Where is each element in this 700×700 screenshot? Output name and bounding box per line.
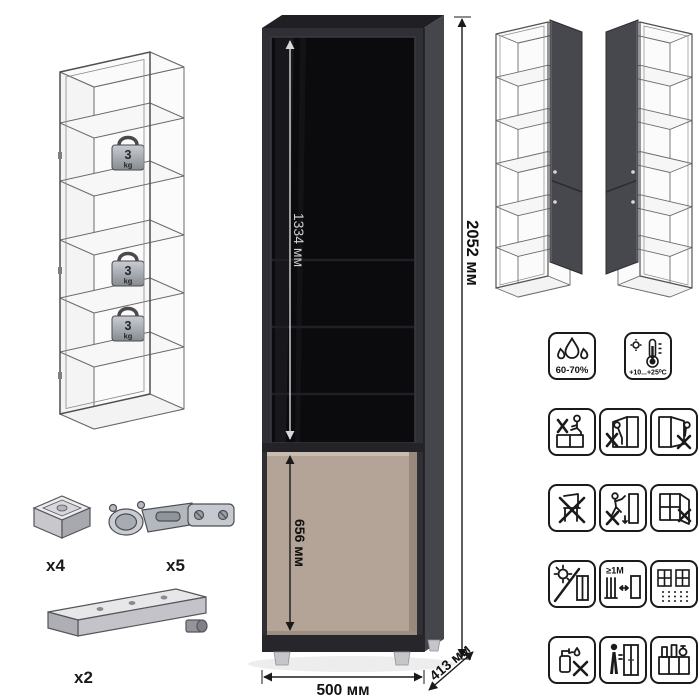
hinge-icon [108,500,235,536]
no-open-window-icon [650,484,698,532]
ventilate-room-icon [650,560,698,608]
shelf-load-value: 3 [125,264,132,278]
shelf-load-unit: kg [124,277,133,286]
cabinet-feet [273,639,441,666]
rails-quantity: x2 [74,668,93,687]
temperature-label: +10...+25⁰C [629,369,666,377]
heat-distance-label: ≥1M [606,566,623,576]
temperature-icon: +10...+25⁰C [624,332,672,380]
wireframe-open-cabinet: 3 kg 3 kg 3 kg [58,51,185,430]
dim-total-height-label: 2052 мм [463,220,481,286]
hinges-quantity: x5 [166,556,185,575]
dim-total-height: 2052 мм [454,16,481,660]
humidity-label: 60-70% [556,365,589,376]
shelf-load-unit: kg [124,161,133,170]
shelf-load-unit: kg [124,332,133,341]
shelf-load-badge: 3 kg [111,135,145,171]
shelf-load-value: 3 [125,319,132,333]
dim-width-label: 500 мм [316,682,369,699]
keep-distance-from-heater-icon: ≥1M [599,560,647,608]
wireframe-cabinet-with-door [495,19,583,298]
use-proper-care-products-icon [650,636,698,684]
cabinet-top-panel [262,15,444,28]
shelf-load-badge: 3 kg [111,306,145,342]
feet-quantity: x4 [46,556,65,575]
no-standing-on-chair-icon [548,484,596,532]
shelf-load-badge: 3 kg [111,251,145,287]
care-warning-grid: 60-70% +10...+25⁰C [548,332,698,688]
cabinet-carcass [59,51,185,430]
dim-lower-door-height-label: 656 мм [292,519,308,567]
dark-door-panel [549,19,583,275]
no-leaning-on-open-door-icon [599,408,647,456]
dim-glass-door-height: 1334 мм [285,40,307,440]
dim-lower-door-height: 656 мм [285,455,308,631]
door-orientation-options [495,19,693,298]
humidity-icon: 60-70% [548,332,596,380]
product-render: 1334 мм 656 мм 2052 мм 500 мм 413 мм [248,15,481,699]
glass-door [271,37,415,443]
mounting-rail-icon [47,588,208,637]
dim-width: 500 мм [261,670,425,699]
shelf-load-value: 3 [125,148,132,162]
front-frame [59,51,151,415]
hinge-marks [58,152,62,379]
no-climbing-icon [599,484,647,532]
glass-shelf-lines [272,258,414,396]
foot-glide-icon [32,495,92,539]
no-hanging-on-door-icon [650,408,698,456]
dim-glass-door-height-label: 1334 мм [291,213,307,267]
cabinet-side-panel [424,15,444,652]
no-sitting-on-furniture-icon [548,408,596,456]
close-doors-gently-icon [599,636,647,684]
avoid-direct-sunlight-icon [548,560,596,608]
no-aggressive-cleaning-icon [548,636,596,684]
